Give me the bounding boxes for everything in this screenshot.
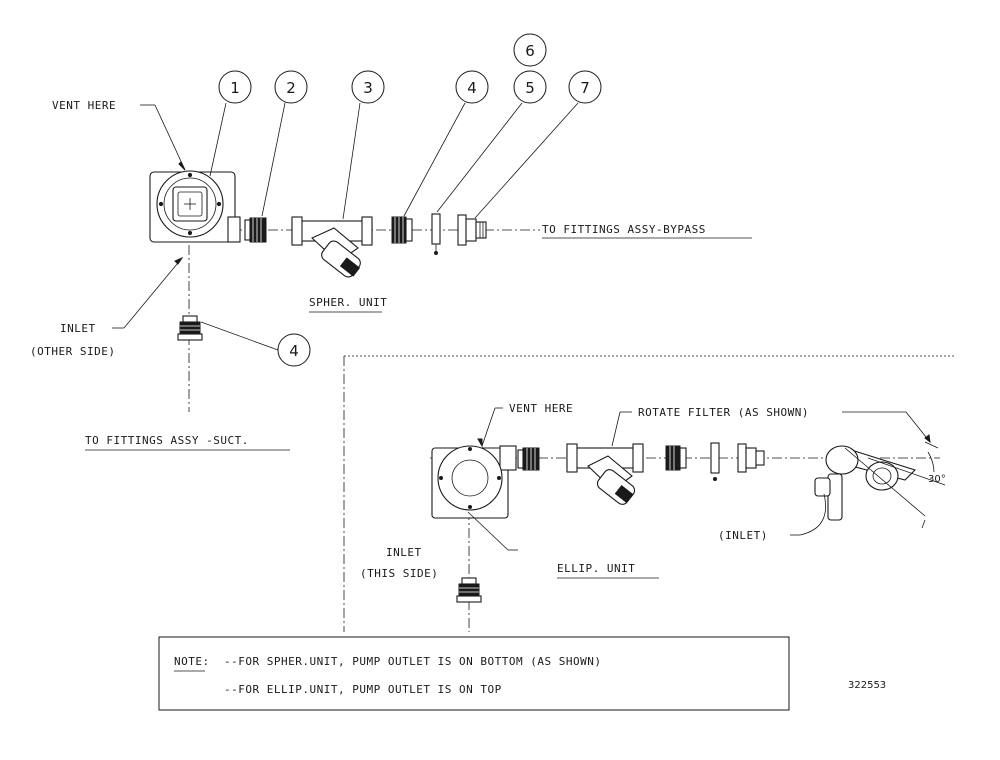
note-box: NOTE: --FOR SPHER.UNIT, PUMP OUTLET IS O… [158, 636, 790, 711]
note-line-1: --FOR SPHER.UNIT, PUMP OUTLET IS ON BOTT… [224, 655, 602, 668]
callout-4b-text: 4 [289, 342, 299, 360]
callout-numbers: 1 2 3 4 5 6 7 4 [230, 42, 590, 360]
vent-here-label-top: VENT HERE [52, 99, 116, 112]
fitting-part-4 [391, 216, 413, 244]
side-view-rotated [814, 441, 946, 529]
fitting-part-2 [244, 217, 267, 243]
callout-1-text: 1 [230, 79, 240, 97]
inlet-this-side-label: (THIS SIDE) [360, 567, 438, 580]
rotate-filter-label: ROTATE FILTER (AS SHOWN) [638, 406, 809, 419]
callout-5 [513, 70, 547, 104]
callout-7 [568, 70, 602, 104]
callout-6-text: 6 [525, 42, 535, 60]
spher-unit-label: SPHER. UNIT [309, 296, 387, 309]
ellip-unit-label: ELLIP. UNIT [557, 562, 635, 575]
to-bypass-label: TO FITTINGS ASSY-BYPASS [542, 223, 706, 236]
ellip-unit-assembly: VENT HERE ROTATE FILTER (AS SHOWN) INLET… [360, 402, 946, 632]
callout-4-top [455, 70, 489, 104]
ellip-spacer [710, 442, 720, 481]
ellip-fitting-a [517, 447, 540, 471]
part-5-spacer [431, 213, 441, 255]
angle-label: 30° [928, 474, 946, 485]
ellip-filter [566, 443, 644, 505]
callout-3-text: 3 [363, 79, 373, 97]
to-suct-label: TO FITTINGS ASSY -SUCT. [85, 434, 249, 447]
callout-4-text: 4 [467, 79, 477, 97]
callout-3 [351, 70, 385, 104]
callout-4-bottom [277, 333, 311, 367]
ellip-fitting-c [737, 443, 765, 473]
pump-spher [149, 170, 241, 243]
ellip-fitting-b [665, 445, 687, 471]
spher-unit-assembly: 1 2 3 4 5 6 7 4 VENT HERE INLET (OTHER S… [30, 33, 752, 451]
ellip-inlet-fitting [456, 577, 482, 603]
callout-7-text: 7 [580, 79, 590, 97]
spher-leaders [112, 102, 579, 351]
drawing-number: 322553 [848, 680, 886, 691]
callout-2 [274, 70, 308, 104]
note-title: NOTE: [174, 655, 210, 668]
callout-5-text: 5 [525, 79, 535, 97]
pump-ellip [431, 445, 517, 519]
filter-part-3 [291, 216, 373, 278]
inlet-fitting-part-4 [177, 315, 203, 341]
callout-circles [218, 33, 602, 367]
ellip-leaders [467, 407, 931, 551]
callout-2-text: 2 [286, 79, 296, 97]
inlet-paren-label: (INLET) [718, 529, 768, 542]
inlet-other-label: INLET [60, 322, 96, 335]
fitting-part-7 [457, 214, 487, 246]
inlet-other-side-label: (OTHER SIDE) [30, 345, 115, 358]
note-line-2: --FOR ELLIP.UNIT, PUMP OUTLET IS ON TOP [224, 683, 502, 696]
callout-6 [513, 33, 547, 67]
vent-here-label-bottom: VENT HERE [509, 402, 573, 415]
callout-1 [218, 70, 252, 104]
inlet-this-label: INLET [386, 546, 422, 559]
